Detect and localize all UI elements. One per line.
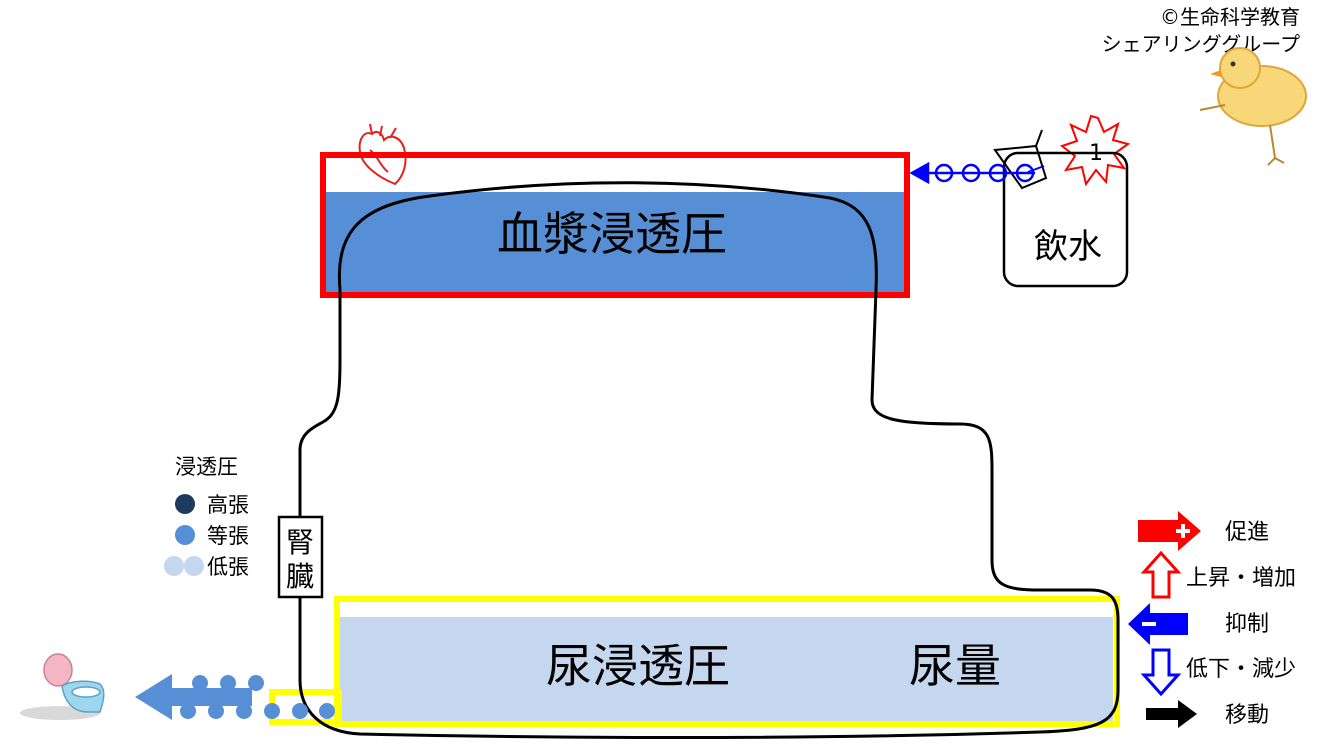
osmo-legend-label-hypertonic: 高張 [207, 493, 249, 517]
blue-down-arrow-icon [1140, 648, 1182, 697]
chick-illustration [1199, 47, 1307, 166]
plasma-label: 血漿浸透圧 [497, 207, 727, 261]
drink-label: 飲水 [1034, 227, 1102, 267]
copyright-line1: ©生命科学教育 [1160, 5, 1300, 29]
black-right-arrow-icon [1146, 700, 1197, 728]
plasma-fill [324, 192, 906, 293]
toilet-icon [20, 653, 105, 720]
osmo-legend-swatch-isotonic [175, 525, 195, 545]
kidney-char-1: 腎 [286, 526, 314, 559]
osmo-legend-swatch-hypotonic-a [164, 556, 184, 576]
plasma-box [320, 152, 910, 298]
urine-output-dots [180, 675, 335, 719]
urine-volume-label: 尿量 [909, 639, 1001, 693]
urine-osmolality-label: 尿浸透圧 [546, 639, 730, 693]
arrow-legend-label-move: 移動 [1225, 703, 1269, 728]
red-up-arrow-icon [1140, 550, 1182, 599]
arrow-legend-label-decrease: 低下・減少 [1186, 657, 1296, 682]
osmo-legend-label-isotonic: 等張 [207, 524, 249, 548]
osmo-legend-title: 浸透圧 [175, 455, 238, 479]
drink-box [1002, 151, 1129, 288]
urine-fill [339, 617, 1113, 722]
arrow-legend-label-promote: 促進 [1225, 520, 1269, 545]
osmo-legend-label-hypotonic: 低張 [207, 555, 249, 579]
heart-icon [358, 123, 407, 186]
arrow-legend-label-increase: 上昇・増加 [1186, 566, 1296, 591]
kidney-char-2: 臓 [286, 560, 314, 593]
explosion-badge-icon: 1 [1059, 114, 1131, 187]
red-plus-arrow-icon [1138, 511, 1201, 551]
water-inflow-arrow [909, 161, 1035, 185]
copyright-line2: シェアリンググループ [1102, 32, 1300, 56]
blue-minus-arrow-icon [1128, 603, 1188, 645]
urine-outflow-arrow [135, 674, 252, 720]
osmo-legend-swatch-hypotonic-b [184, 556, 204, 576]
kidney-box [277, 515, 324, 599]
arrow-legend-label-inhibit: 抑制 [1225, 612, 1269, 637]
body-outline [298, 181, 1120, 739]
osmo-legend-swatch-hypertonic [175, 494, 195, 514]
